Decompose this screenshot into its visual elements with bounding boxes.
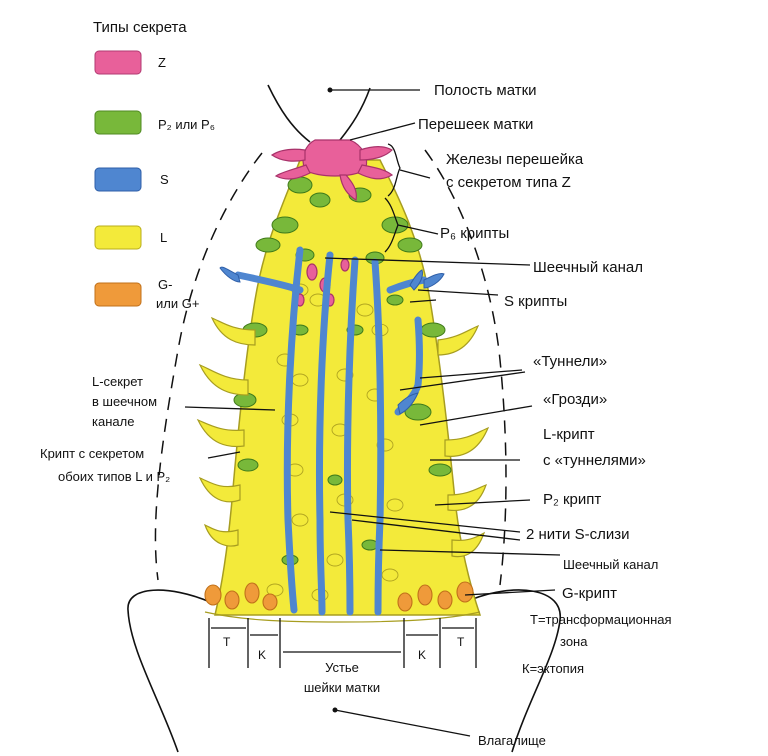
funnel-right bbox=[340, 88, 370, 140]
legend-swatch-g bbox=[95, 283, 141, 306]
bracket-label-k-right: K bbox=[418, 648, 426, 662]
bracket-label-t-left: T bbox=[223, 635, 231, 649]
legend-title: Типы секрета bbox=[93, 19, 187, 36]
label-p2-crypt: P₂ крипт bbox=[543, 491, 601, 508]
label-cervical-canal-top: Шеечный канал bbox=[533, 259, 643, 276]
label-os-1: Устье bbox=[325, 660, 359, 675]
label-p6-crypts: P₆ крипты bbox=[440, 225, 509, 242]
legend-label-g-1: G- bbox=[158, 277, 172, 292]
bracket-label-t-right: T bbox=[457, 635, 465, 649]
label-l-secret-3: канале bbox=[92, 414, 134, 429]
legend-swatch-z bbox=[95, 51, 141, 74]
label-mixed-crypt-2: обоих типов L и P₂ bbox=[58, 469, 170, 484]
label-isthmus: Перешеек матки bbox=[418, 116, 533, 133]
legend-swatch-s bbox=[95, 168, 141, 191]
vaginal-fornix-left bbox=[128, 590, 210, 752]
label-ectopy: К=эктопия bbox=[522, 661, 584, 676]
legend: Типы секрета Z P₂ или P₆ S L G- или G+ bbox=[93, 19, 215, 311]
legend-label-p: P₂ или P₆ bbox=[158, 117, 215, 132]
legend-label-z: Z bbox=[158, 55, 166, 70]
label-mixed-crypt-1: Крипт с секретом bbox=[40, 446, 144, 461]
legend-label-l: L bbox=[160, 230, 167, 245]
legend-swatch-p bbox=[95, 111, 141, 134]
pointer-dot bbox=[328, 88, 333, 93]
legend-swatch-l bbox=[95, 226, 141, 249]
label-os-2: шейки матки bbox=[304, 680, 380, 695]
label-transform-1: T=трансформационная bbox=[530, 612, 672, 627]
label-l-secret-2: в шеечном bbox=[92, 394, 157, 409]
funnel-left bbox=[268, 85, 310, 142]
legend-label-s: S bbox=[160, 172, 169, 187]
label-l-crypt-1: L-крипт bbox=[543, 426, 595, 443]
label-vagina: Влагалище bbox=[478, 733, 546, 748]
label-s-threads: 2 нити S-слизи bbox=[526, 526, 629, 543]
bracket-label-k-left: K bbox=[258, 648, 266, 662]
labels-left: L-секрет в шеечном канале Крипт с секрет… bbox=[40, 374, 170, 484]
label-isthmus-glands-1: Железы перешейка bbox=[446, 151, 584, 168]
label-l-secret-1: L-секрет bbox=[92, 374, 143, 389]
label-isthmus-glands-2: с секретом типа Z bbox=[446, 174, 571, 191]
label-clusters: «Грозди» bbox=[543, 391, 607, 408]
pointer-dot bbox=[333, 708, 338, 713]
cervix-body bbox=[198, 140, 488, 622]
label-cervical-canal-bottom: Шеечный канал bbox=[563, 557, 658, 572]
legend-label-g-2: или G+ bbox=[156, 296, 199, 311]
label-uterine-cavity: Полость матки bbox=[434, 82, 537, 99]
label-transform-2: зона bbox=[560, 634, 588, 649]
labels-center: Устье шейки матки bbox=[304, 660, 380, 695]
label-s-crypts: S крипты bbox=[504, 293, 567, 310]
label-g-crypt: G-крипт bbox=[562, 585, 617, 602]
label-tunnels: «Туннели» bbox=[533, 353, 607, 370]
label-l-crypt-2: с «туннелями» bbox=[543, 452, 646, 469]
